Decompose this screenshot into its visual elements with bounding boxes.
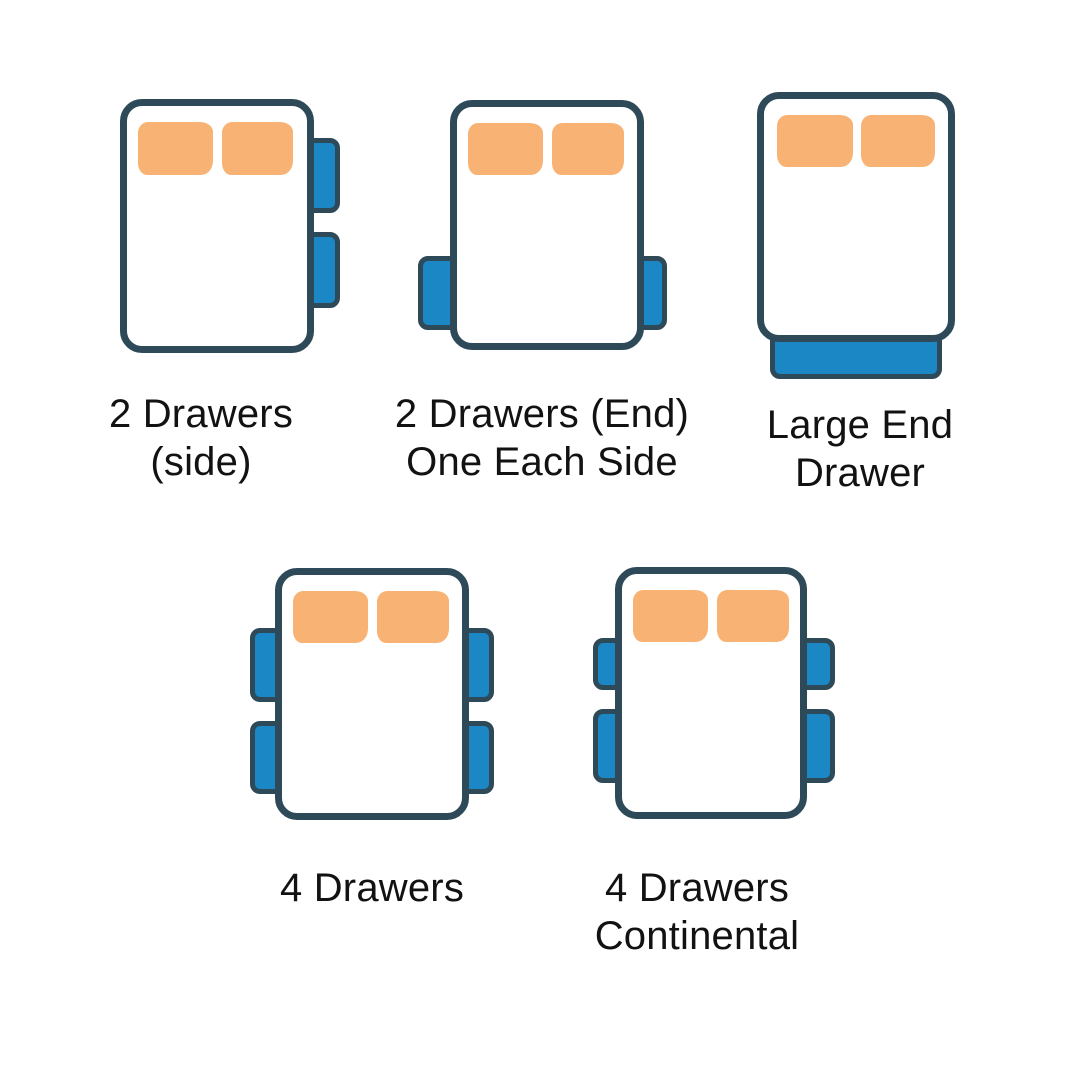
caption-line-1: 2 Drawers xyxy=(108,392,294,436)
caption-4-drawers-continental: 4 Drawers Continental xyxy=(527,864,867,960)
caption-2-drawers-side: 2 Drawers (side) xyxy=(51,390,351,486)
pillow-left-icon xyxy=(138,122,213,175)
bed-icon xyxy=(450,100,644,350)
figure-2-drawers-end xyxy=(418,100,667,353)
bed-icon xyxy=(120,99,314,353)
caption-2-drawers-end: 2 Drawers (End) One Each Side xyxy=(372,390,712,486)
pillow-right-icon xyxy=(222,122,293,175)
pillow-right-icon xyxy=(377,591,449,643)
figure-4-drawers xyxy=(250,568,494,820)
bed-icon xyxy=(275,568,469,820)
pillow-left-icon xyxy=(468,123,543,175)
pillow-right-icon xyxy=(861,115,935,167)
caption-line-2: One Each Side xyxy=(406,440,678,484)
caption-line-1: 4 Drawers xyxy=(604,866,790,910)
pillow-left-icon xyxy=(777,115,853,167)
pillow-right-icon xyxy=(552,123,624,175)
figure-2-drawers-side xyxy=(120,99,340,354)
caption-line-2: Continental xyxy=(594,914,800,958)
caption-line-2: Drawer xyxy=(794,451,926,495)
caption-line-1: Large End xyxy=(766,403,954,447)
caption-line-2: (side) xyxy=(150,440,252,484)
pillow-left-icon xyxy=(633,590,708,642)
caption-large-end-drawer: Large End Drawer xyxy=(690,401,1030,497)
pillow-right-icon xyxy=(717,590,789,642)
caption-line-1: 4 Drawers xyxy=(279,866,465,910)
figure-4-drawers-continental xyxy=(593,567,837,820)
bed-icon xyxy=(757,92,955,342)
caption-line-1: 2 Drawers (End) xyxy=(394,392,690,436)
bed-icon xyxy=(615,567,807,819)
caption-4-drawers: 4 Drawers xyxy=(202,864,542,912)
figure-large-end-drawer xyxy=(757,92,955,382)
pillow-left-icon xyxy=(293,591,368,643)
